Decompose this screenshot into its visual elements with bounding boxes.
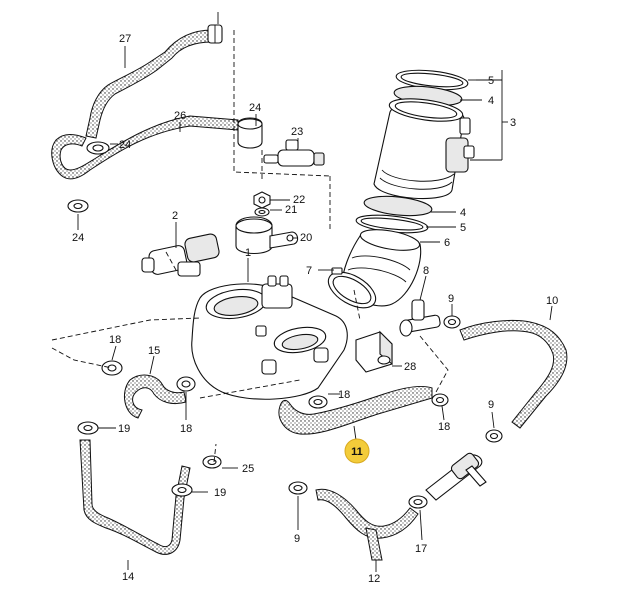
callout-11-highlight: 11 <box>344 438 370 464</box>
label-23: 23 <box>291 126 303 138</box>
clamp-18-d <box>431 393 449 407</box>
label-6: 6 <box>444 237 450 249</box>
label-18-a: 18 <box>109 334 121 346</box>
label-5-b: 5 <box>460 222 466 234</box>
label-14: 14 <box>122 571 134 583</box>
hose-clamp-7 <box>327 267 377 309</box>
label-18-d: 18 <box>438 421 450 433</box>
clamp-19-b <box>171 483 193 497</box>
clamp-9-a <box>443 315 461 329</box>
label-19-a: 19 <box>118 423 130 435</box>
hose-11 <box>278 385 433 435</box>
sensor-28 <box>355 330 393 373</box>
label-7: 7 <box>306 265 312 277</box>
clamp-18-b <box>308 395 328 409</box>
label-21: 21 <box>285 204 297 216</box>
label-1: 1 <box>245 247 251 259</box>
label-18-b: 18 <box>338 389 350 401</box>
clamp-19-a <box>77 421 99 435</box>
clamp-18-c <box>176 376 196 392</box>
nut-22 <box>253 191 271 209</box>
label-10: 10 <box>546 295 558 307</box>
hose-27 <box>85 29 213 139</box>
label-11: 11 <box>351 446 363 458</box>
hose-26 <box>51 115 239 180</box>
label-12: 12 <box>368 573 380 585</box>
label-28: 28 <box>404 361 416 373</box>
screen-4-bottom <box>363 195 433 217</box>
clamp-9-c <box>485 429 503 443</box>
part-labels: 27 26 24 24 24 23 22 21 20 2 1 5 4 3 4 5… <box>72 33 558 585</box>
clamp-top-27 <box>207 24 223 44</box>
t-fitting-8 <box>399 299 441 337</box>
seal-ring-5-top <box>395 69 469 91</box>
label-24-c: 24 <box>72 232 84 244</box>
washer-21 <box>254 207 270 217</box>
label-20: 20 <box>300 232 312 244</box>
seal-ring-5-bottom <box>355 214 429 234</box>
valve-23 <box>263 139 325 167</box>
clamp-24-b <box>237 117 263 149</box>
clamp-24-c <box>67 199 89 213</box>
label-15: 15 <box>148 345 160 357</box>
hose-10 <box>459 319 568 429</box>
label-2: 2 <box>172 210 178 222</box>
label-22: 22 <box>293 194 305 206</box>
label-3: 3 <box>510 117 516 129</box>
label-9-b: 9 <box>294 533 300 545</box>
label-25: 25 <box>242 463 254 475</box>
label-17: 17 <box>415 543 427 555</box>
clamp-9-b <box>288 481 308 495</box>
assembly-lines <box>51 30 449 463</box>
clamp-25 <box>202 455 222 469</box>
label-9-a: 9 <box>448 293 454 305</box>
clamp-24-a <box>86 141 110 155</box>
label-27: 27 <box>119 33 131 45</box>
check-valve <box>425 452 487 501</box>
label-24-a: 24 <box>119 139 131 151</box>
label-8: 8 <box>423 265 429 277</box>
label-24-b: 24 <box>249 102 261 114</box>
hose-14 <box>79 439 191 555</box>
hose-15 <box>123 374 187 419</box>
clamp-18-a <box>101 360 123 376</box>
hose-12 <box>315 488 419 561</box>
label-26: 26 <box>174 110 186 122</box>
label-4-a: 4 <box>488 95 494 107</box>
clamp-17 <box>408 495 428 509</box>
label-9-c: 9 <box>488 399 494 411</box>
label-18-c: 18 <box>180 423 192 435</box>
bracket-20 <box>235 216 299 255</box>
idle-valve-2 <box>141 233 220 277</box>
leader-lines <box>77 12 553 572</box>
label-4-b: 4 <box>460 207 466 219</box>
intake-housing-1 <box>191 275 348 400</box>
label-5-a: 5 <box>488 75 494 87</box>
label-19-b: 19 <box>214 487 226 499</box>
air-flow-meter-3 <box>373 98 475 200</box>
